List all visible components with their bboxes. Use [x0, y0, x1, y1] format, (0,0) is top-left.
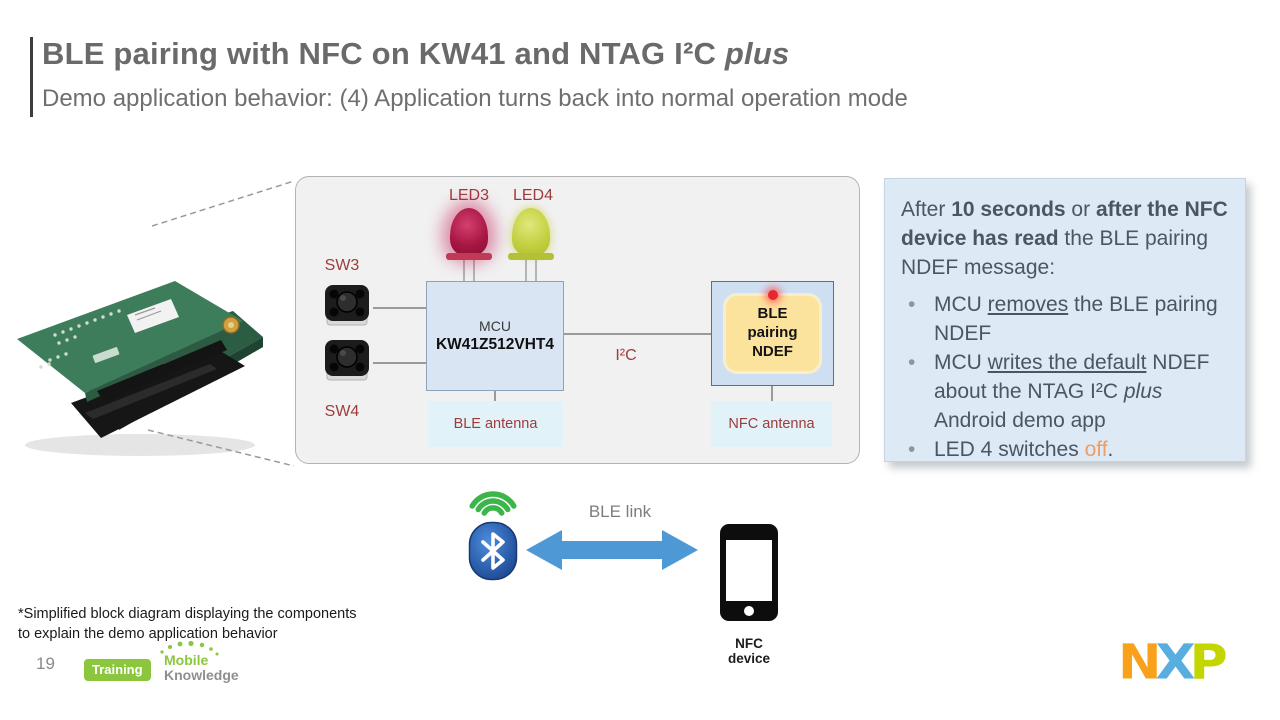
info-bullet-2: MCU writes the default NDEF about the NT… [901, 348, 1231, 435]
page-number: 19 [36, 654, 55, 673]
footnote-line2: to explain the demo application behavior [18, 626, 278, 642]
nfc-device-label: NFC device [727, 636, 771, 666]
ndef-text-line3: NDEF [752, 342, 793, 360]
info-bullet-1: MCU removes the BLE pairing NDEF [901, 290, 1231, 348]
sw4-button-graphic [325, 340, 369, 381]
knowledge-label: Knowledge [164, 667, 239, 683]
info-intro: After 10 seconds or after the NFC device… [901, 198, 1228, 279]
title-accent-bar [30, 37, 33, 117]
training-badge: Training [84, 659, 151, 681]
signal-arcs-icon [469, 491, 517, 516]
title-text: BLE pairing with NFC on KW41 and NTAG I²… [42, 36, 725, 71]
ble-antenna-box: BLE antenna [428, 401, 563, 447]
nxp-logo: NXP [1118, 635, 1228, 691]
led4-yellow-led-icon [508, 208, 554, 260]
page-title: BLE pairing with NFC on KW41 and NTAG I²… [42, 36, 789, 72]
mcu-part-number: KW41Z512VHT4 [435, 336, 554, 353]
sw3-button-graphic [325, 285, 369, 326]
bluetooth-icon [468, 521, 518, 581]
led-on-indicator [767, 290, 778, 300]
led4-label: LED4 [512, 187, 554, 204]
block-diagram-panel: LED3 LED4 SW3 SW4 I²C MCU KW41Z512VHT4 B… [295, 176, 860, 464]
led3-label: LED3 [448, 187, 490, 204]
ndef-text-line2: pairing [747, 324, 798, 342]
ble-pairing-ndef-box: BLE pairing NDEF [723, 290, 822, 374]
phone-screen [726, 540, 772, 601]
led3-red-led-icon [446, 208, 492, 260]
sw4-label: SW4 [324, 403, 360, 420]
diagram-wires [325, 255, 773, 403]
info-callout: After 10 seconds or after the NFC device… [884, 178, 1246, 464]
nfc-chip-box: BLE pairing NDEF [711, 281, 834, 386]
mobile-knowledge-logo: Mobile Knowledge [164, 653, 239, 683]
mobile-knowledge-dots-icon [160, 640, 219, 656]
i2c-bus-label: I²C [615, 347, 637, 364]
info-bullet-3: LED 4 switches off. [901, 435, 1231, 464]
mobile-label: Mobile [164, 652, 209, 668]
title-emphasis: plus [724, 36, 790, 71]
page-subtitle: Demo application behavior: (4) Applicati… [42, 85, 908, 112]
ble-link-label: BLE link [588, 502, 652, 521]
mcu-label: MCU [479, 318, 511, 334]
footnote: *Simplified block diagram displaying the… [18, 604, 357, 644]
ble-link-arrow [526, 530, 698, 570]
phone-home-button [744, 606, 754, 616]
dev-board-photo [17, 281, 263, 456]
nfc-device-icon [720, 524, 778, 621]
ndef-text-line1: BLE [757, 305, 788, 323]
mcu-box: MCU KW41Z512VHT4 [426, 281, 564, 391]
footnote-line1: *Simplified block diagram displaying the… [18, 606, 357, 622]
nfc-antenna-box: NFC antenna [711, 401, 832, 447]
sw3-label: SW3 [324, 257, 360, 274]
info-bullet-list: MCU removes the BLE pairing NDEF MCU wri… [901, 290, 1231, 464]
